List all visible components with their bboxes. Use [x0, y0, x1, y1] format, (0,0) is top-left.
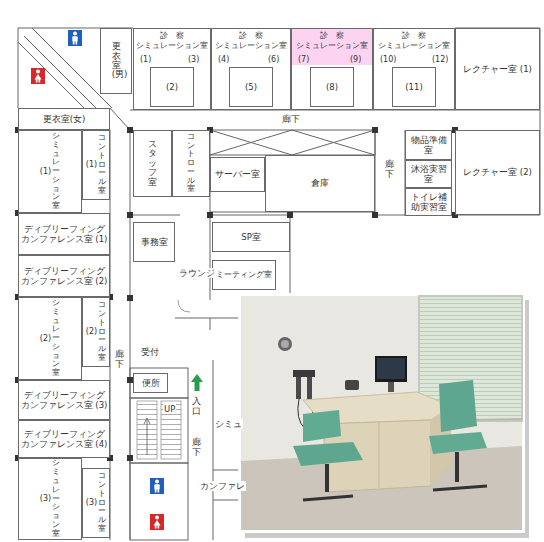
booth-room: (8)	[310, 67, 354, 107]
room-name: (2)	[166, 82, 178, 92]
room: SP室	[212, 222, 290, 252]
room-name: スタッフ室	[148, 140, 157, 187]
room-name: レクチャー室 (2)	[463, 167, 532, 177]
room: ディブリーフィング カンファレンス室 (2)	[18, 255, 110, 297]
room: 診 察 シミュレーション室 (4) (6) (5)	[211, 28, 291, 110]
room-name: サーバー室	[215, 169, 260, 179]
room-number: (10)	[380, 55, 396, 65]
room-name: 事務室	[141, 237, 168, 247]
room: 便所	[133, 373, 168, 393]
room: (3)コントロール室	[82, 468, 110, 538]
area-label: 入口	[192, 395, 201, 417]
room-number: シミュレーション室	[52, 132, 60, 211]
room-name: ミーティング室	[216, 270, 272, 280]
room-name: 診 察 シミュレーション室	[134, 31, 210, 50]
room: ディブリーフィング カンファレンス室 (1)	[18, 213, 110, 255]
room-name: (11)	[405, 82, 422, 92]
room-number: コントロール室	[98, 472, 106, 534]
room: ミーティング室	[212, 260, 276, 290]
room-number: (3)	[188, 55, 199, 65]
area-label: カンファレ	[199, 481, 246, 491]
room-name: 便所	[142, 378, 160, 388]
room-name: 倉庫	[311, 178, 329, 188]
room: 診 察 シミュレーション室 (1) (3) (2)	[133, 28, 211, 110]
area-label: 廊下	[115, 348, 124, 370]
room: (3)シミュレーション室	[18, 458, 82, 540]
room-name: ディブリーフィング カンファレンス室 (4)	[20, 429, 108, 449]
area-label: ラウンジ	[178, 268, 216, 278]
area-label: 廊下	[281, 114, 301, 124]
room: スタッフ室	[133, 130, 172, 197]
room-name: (5)	[245, 82, 257, 92]
room-name: 診 察 シミュレーション室	[212, 31, 290, 50]
room-name: 更衣室(女)	[43, 114, 86, 124]
room-number: (1)	[140, 55, 151, 65]
room-name: レクチャー室 (1)	[463, 64, 532, 74]
room-number: (4)	[218, 55, 229, 65]
room-name: SP室	[241, 232, 261, 242]
room-name: (1)	[40, 167, 51, 177]
room-name: トイレ補助実習室	[407, 192, 450, 212]
area-label: UP	[163, 404, 176, 414]
room-name: 物品準備室	[407, 135, 450, 155]
room: 物品準備室	[405, 130, 452, 160]
area-label: 廊下	[192, 436, 201, 458]
room-number: シミュレーション室	[52, 459, 60, 538]
room-number: コントロール室	[98, 134, 106, 196]
room: レクチャー室 (1)	[455, 28, 540, 110]
room: 更衣室(女)	[18, 108, 110, 130]
room-number: シミュレーション室	[52, 299, 60, 378]
room-number: (7)	[298, 55, 309, 65]
room: ディブリーフィング カンファレンス室 (4)	[18, 420, 110, 458]
room: レクチャー室 (2)	[455, 130, 540, 215]
room: サーバー室	[210, 157, 265, 192]
room: 診 察 シミュレーション室 (7) (9) (8)	[291, 28, 373, 110]
room: トイレ補助実習室	[405, 188, 452, 216]
room-name: (2)	[40, 334, 51, 344]
room-name: ディブリーフィング カンファレンス室 (3)	[20, 390, 108, 410]
booth-room: (2)	[150, 67, 194, 107]
area-label: 廊下	[385, 158, 394, 180]
room: ディブリーフィング カンファレンス室 (3)	[18, 380, 110, 420]
area-label: シミュ	[214, 419, 243, 429]
room-number: コントロール室	[98, 301, 106, 363]
room: (1)コントロール室	[82, 130, 110, 200]
room-number: (9)	[350, 55, 361, 65]
room-number: (12)	[432, 55, 448, 65]
room: 更衣室(男)	[100, 28, 132, 94]
room-name: コントロール室	[187, 133, 195, 195]
room-name: ディブリーフィング カンファレンス室 (2)	[20, 266, 108, 286]
room: 倉庫	[265, 155, 375, 212]
room-photo	[238, 293, 529, 538]
room: (2)シミュレーション室	[18, 297, 82, 380]
area-label: 受付	[140, 347, 160, 357]
booth-room: (5)	[229, 67, 273, 107]
room-name: (3)	[86, 498, 97, 508]
room-number: (6)	[268, 55, 279, 65]
room-name: (1)	[86, 160, 97, 170]
room-name: 沐浴実習室	[407, 164, 450, 184]
room: 事務室	[133, 222, 175, 262]
room-name: 診 察 シミュレーション室	[374, 31, 454, 50]
room-name: (2)	[86, 327, 97, 337]
room: コントロール室	[172, 130, 210, 197]
booth-room: (11)	[392, 67, 436, 107]
room-name: (3)	[40, 494, 51, 504]
room: 沐浴実習室	[405, 160, 452, 188]
room-name: 診 察 シミュレーション室	[292, 31, 372, 50]
room-name: ディブリーフィング カンファレンス室 (1)	[20, 224, 108, 244]
room: (1)シミュレーション室	[18, 130, 82, 213]
room: 診 察 シミュレーション室 (10) (12) (11)	[373, 28, 455, 110]
room: (2)コントロール室	[82, 297, 110, 367]
room-name: (8)	[326, 82, 338, 92]
room-name: 更衣室(男)	[112, 42, 121, 79]
